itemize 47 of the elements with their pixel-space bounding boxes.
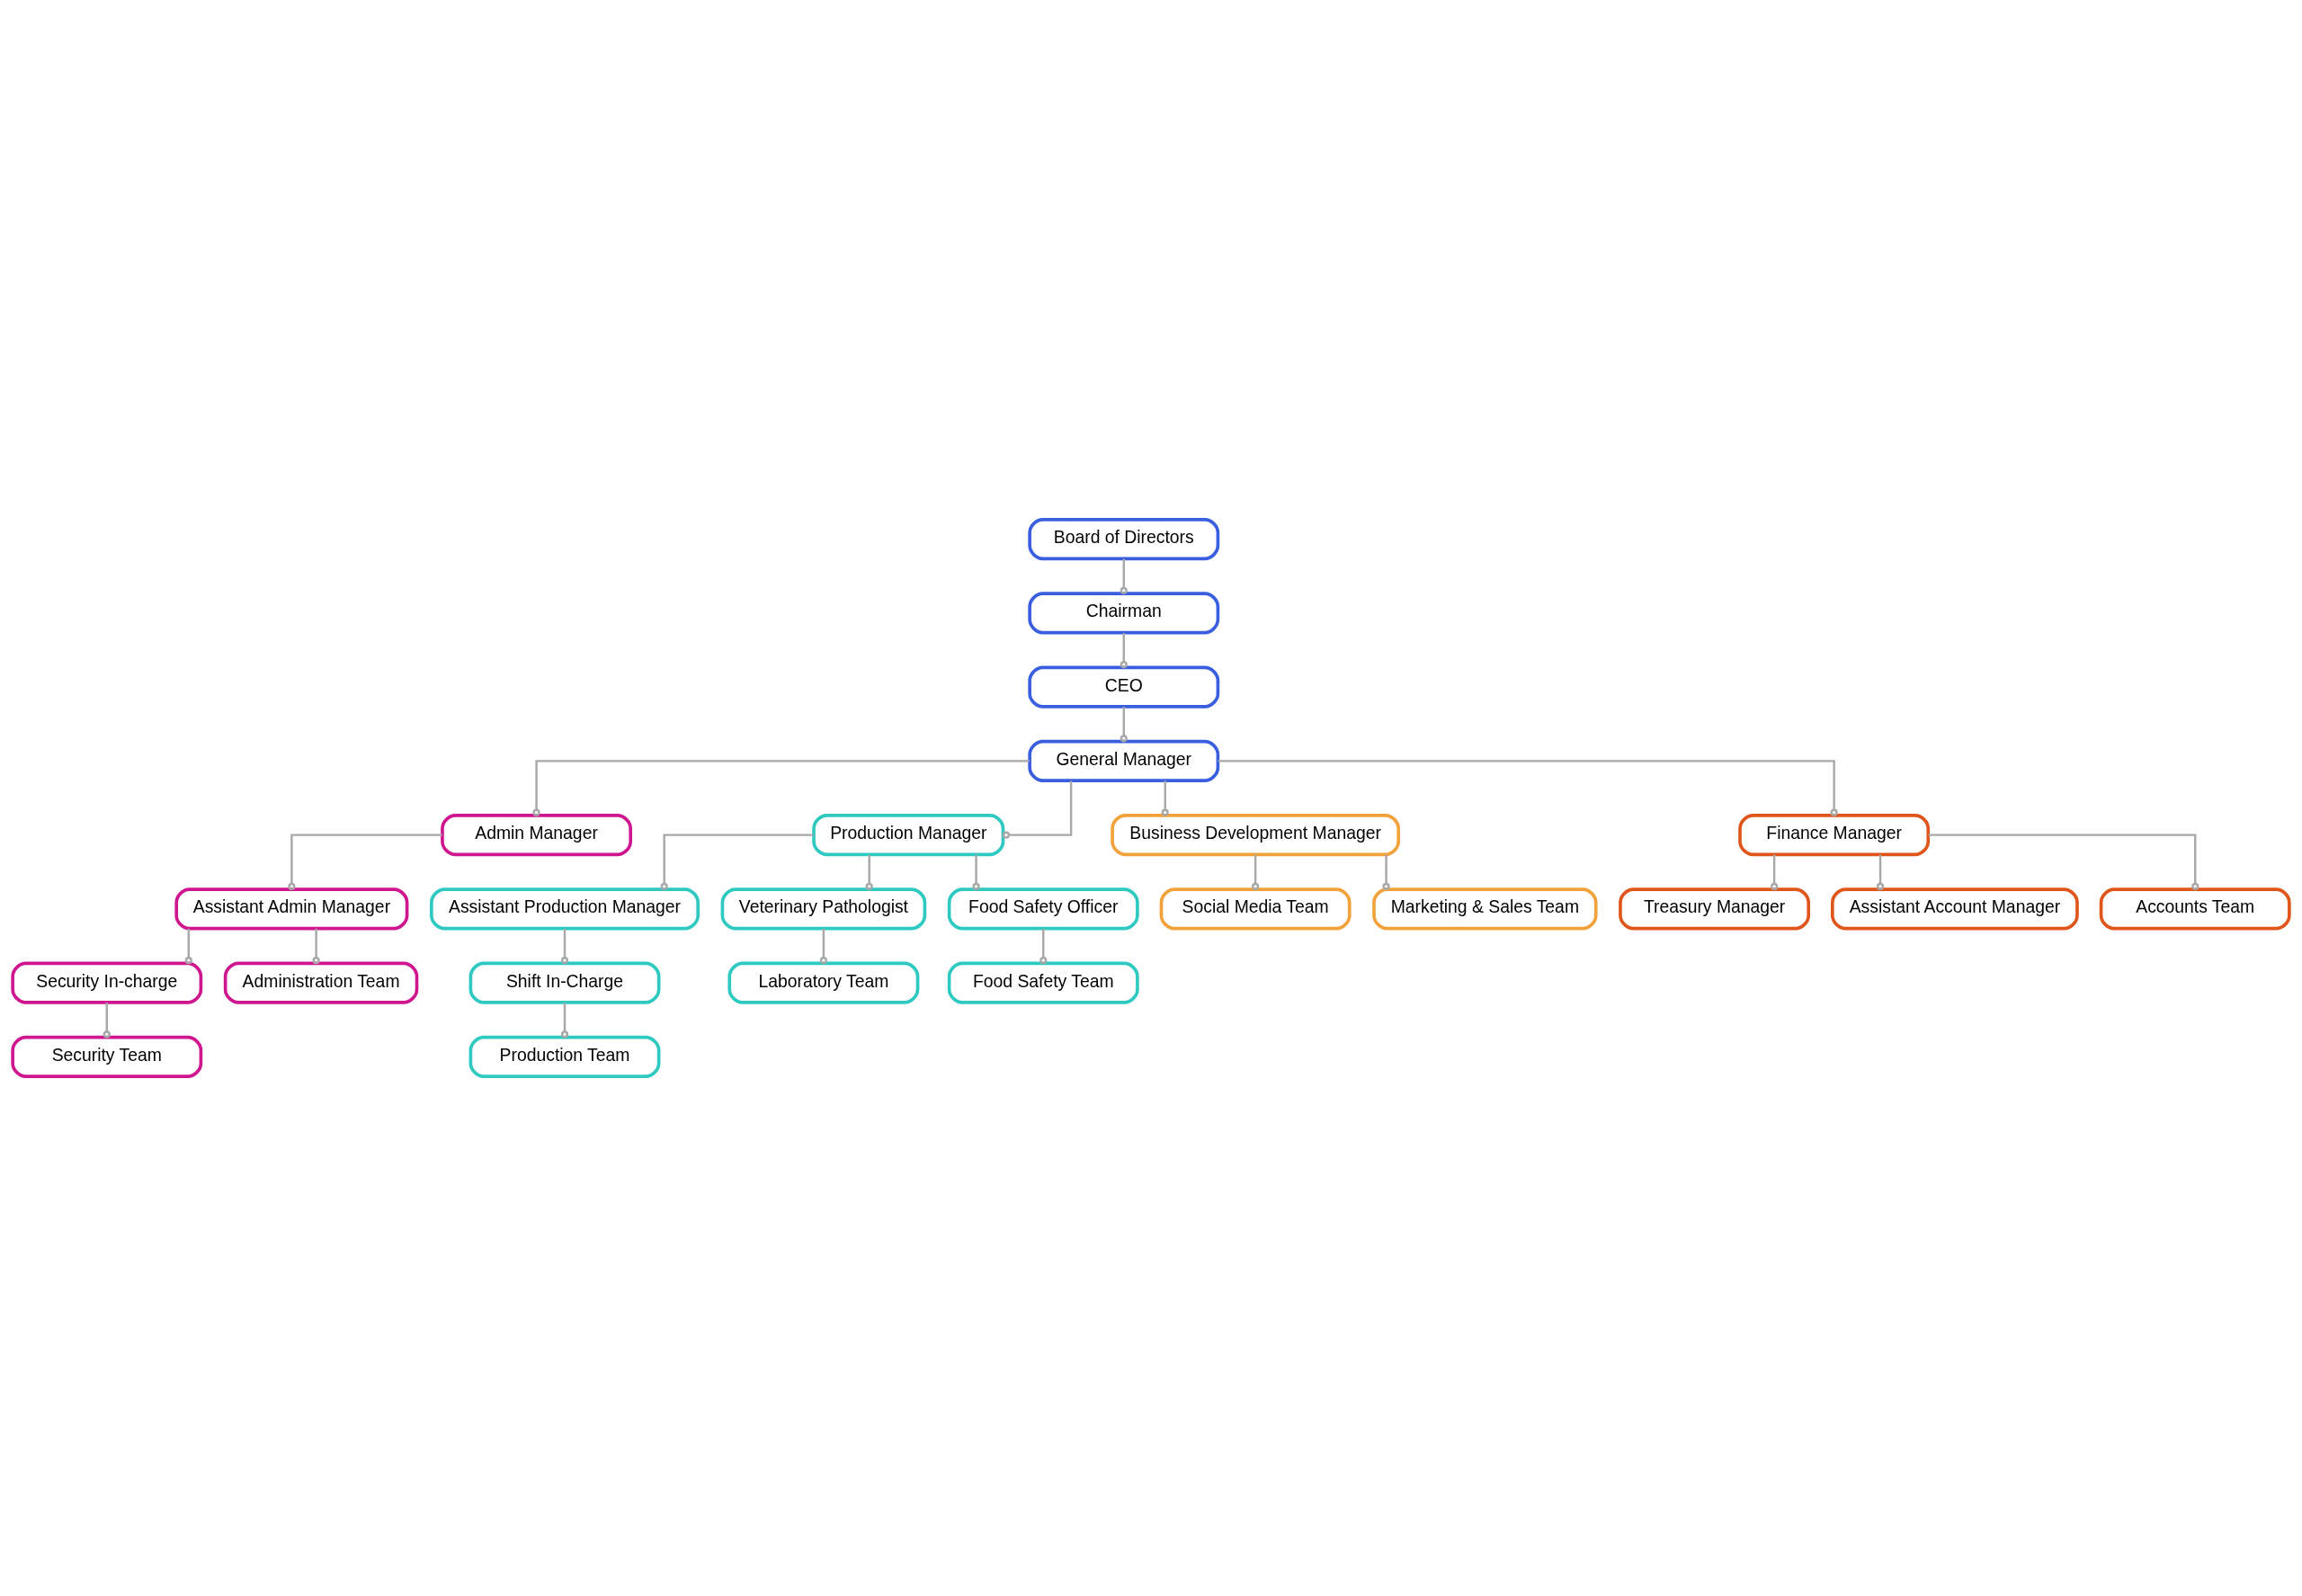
node-box: Veterinary Pathologist [720,887,927,931]
node-box: Treasury Manager [1619,887,1811,931]
node-box: Admin Manager [441,814,632,857]
node-box: Production Manager [812,814,1005,857]
node-box: Accounts Team [2099,887,2291,931]
connector [660,834,814,891]
connector [288,834,442,891]
connector [184,928,192,965]
connector [560,1003,569,1039]
connector [1928,834,2199,891]
connector [1039,928,1048,965]
connector [1382,854,1390,890]
connector [532,760,1030,816]
node-box: Social Media Team [1159,887,1352,931]
node-box: Chairman [1028,592,1220,635]
node-box: Production Team [468,1035,661,1078]
node-box: Security Team [11,1035,203,1078]
connector [312,928,320,965]
node-box: Assistant Account Manager [1831,887,2079,931]
node-box: Business Development Manager [1111,814,1400,857]
connector [1120,707,1128,743]
connector [1120,558,1128,594]
node-box: Marketing & Sales Team [1372,887,1598,931]
node-box: Board of Directors [1028,518,1220,561]
connector [1876,854,1885,890]
connector [1002,780,1073,839]
connector [1120,632,1128,669]
connector [1161,780,1169,816]
connector [1218,760,1838,816]
node-box: CEO [1028,665,1220,709]
connector [1771,854,1779,890]
node-box: Laboratory Team [727,961,920,1004]
node-box: Administration Team [223,961,419,1004]
connector [103,1003,111,1039]
connector [819,928,827,965]
node-box: Food Safety Team [947,961,1139,1004]
node-box: Security In-charge [11,961,203,1004]
connector [972,854,980,890]
node-box: Shift In-Charge [468,961,661,1004]
node-box: Finance Manager [1738,814,1931,857]
node-box: Assistant Admin Manager [174,887,409,931]
node-box: General Manager [1028,739,1220,782]
connector [560,928,569,965]
connector [1252,854,1260,890]
connector [865,854,873,890]
node-box: Assistant Production Manager [430,887,700,931]
node-box: Food Safety Officer [947,887,1139,931]
